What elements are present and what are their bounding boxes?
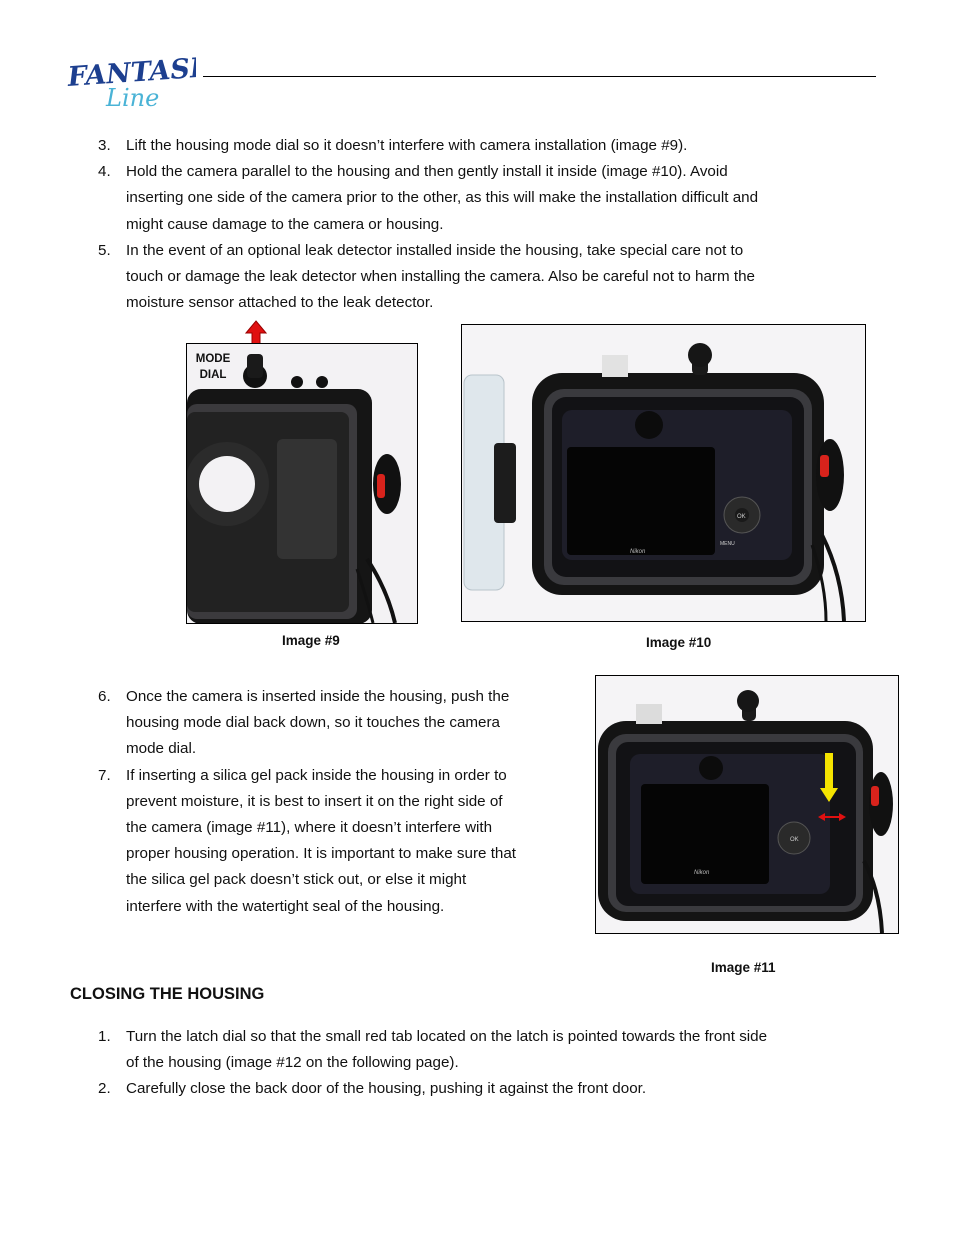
list-item-line: touch or damage the leak detector when i… (126, 268, 755, 285)
list-item-line: the camera (image #11), where it doesn’t… (126, 819, 493, 836)
image-11-brand: Nikon (694, 870, 710, 876)
image-9 (186, 343, 418, 624)
list-item-text: Turn the latch dial so that the small re… (126, 1024, 767, 1076)
list-item-line: Turn the latch dial so that the small re… (126, 1028, 768, 1045)
image-10-menu-label: MENU (720, 541, 735, 547)
list-item-line: the silica gel pack doesn’t stick out, o… (126, 871, 467, 889)
list-item-line: housing mode dial back down, so it touch… (126, 714, 500, 732)
list-item-line: inserting one side of the camera prior t… (126, 189, 759, 207)
list-item-text: Hold the camera parallel to the housing … (126, 159, 758, 238)
red-double-arrow-icon (818, 813, 846, 821)
section-heading: CLOSING THE HOUSING (70, 985, 265, 1003)
logo-subtitle: Line (105, 84, 159, 110)
image-11-caption: Image #11 (711, 960, 776, 975)
list-item-number: 1. (98, 1028, 111, 1045)
list-item-number: 2. (98, 1080, 111, 1098)
fantasea-logo: FANTASEA Line (66, 48, 233, 112)
list-item-line: mode dial. (126, 740, 197, 758)
list-item-line: Hold the camera parallel to the housing … (126, 163, 728, 181)
list-item-line: Lift the housing mode dial so it doesn’t… (126, 137, 688, 154)
header-rule (203, 76, 876, 77)
image-11: OK Nikon (595, 675, 899, 934)
mode-dial-label: MODE DIAL (192, 351, 234, 383)
list-item-number: 7. (98, 766, 111, 784)
list-item-line: proper housing operation. It is importan… (126, 845, 517, 863)
list-item-text: Once the camera is inserted inside the h… (126, 684, 509, 763)
list-item-line: interfere with the watertight seal of th… (126, 897, 445, 915)
image-10-brand: Nikon (630, 549, 646, 555)
list-item-line: Carefully close the back door of the hou… (126, 1080, 647, 1098)
list-item-line: If inserting a silica gel pack inside th… (126, 766, 507, 784)
list-item-text: If inserting a silica gel pack inside th… (126, 763, 516, 920)
list-item-text: Carefully close the back door of the hou… (126, 1076, 646, 1102)
list-item-text: Lift the housing mode dial so it doesn’t… (126, 133, 687, 159)
image-10-ok-label: OK (737, 514, 746, 520)
list-item-line: might cause damage to the camera or hous… (126, 215, 444, 233)
yellow-down-arrow-icon (820, 753, 838, 802)
image-9-caption: Image #9 (282, 633, 340, 648)
image-10-caption: Image #10 (646, 635, 712, 650)
list-item-number: 3. (98, 137, 111, 154)
list-item-number: 5. (98, 241, 111, 259)
image-10: OK MENU Nikon (461, 324, 866, 622)
list-item-line: of the housing (image #12 on the followi… (126, 1054, 459, 1072)
list-item-line: moisture sensor attached to the leak det… (126, 294, 434, 312)
list-item-number: 4. (98, 163, 111, 181)
mode-dial-label-line2: DIAL (199, 369, 227, 381)
list-item-line: prevent moisture, it is best to insert i… (126, 792, 503, 810)
list-item-text: In the event of an optional leak detecto… (126, 238, 755, 317)
list-item-number: 6. (98, 688, 111, 705)
image-11-ok-label: OK (790, 837, 799, 843)
list-item-line: In the event of an optional leak detecto… (126, 241, 744, 259)
list-item-line: Once the camera is inserted inside the h… (126, 688, 510, 705)
mode-dial-label-line1: MODE (195, 353, 231, 365)
